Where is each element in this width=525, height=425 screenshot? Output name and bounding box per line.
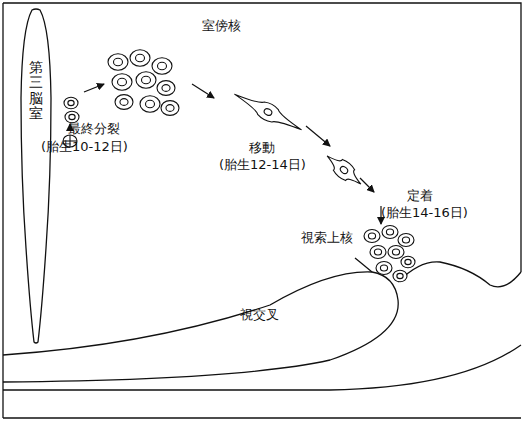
cell-nucleus [380,265,387,271]
cell-nucleus [386,229,393,235]
annotation-label: 視索上核 [301,230,353,246]
cell [398,233,414,246]
cell-body [136,72,156,88]
cell-nucleus [142,76,151,84]
arrow [306,126,330,146]
annotation-label: (胎生12-14日) [219,157,306,173]
cell-nucleus [166,105,174,112]
cell [152,58,172,74]
cell [393,270,407,281]
cell [401,256,415,267]
cell-nucleus [397,273,403,278]
cell-body [376,261,392,274]
cell [382,225,398,238]
cell-nucleus [158,62,167,70]
annotation-label: 室傍核 [202,18,241,34]
migrating-cell [230,87,305,138]
cell-nucleus [392,249,399,255]
cell-body [364,229,380,242]
region-name: 第三脳室 [29,60,43,122]
cell-nucleus [162,85,170,92]
annotation-label: (胎生10-12日) [41,139,128,155]
cell [161,101,179,116]
cell-body [112,74,132,90]
frame [3,3,521,272]
brain-outline [3,3,521,418]
cell-nucleus [374,249,381,255]
cell [376,261,392,274]
cell [140,96,160,112]
cell-nucleus [339,165,349,175]
cell-body [230,87,305,138]
cell [136,72,156,88]
cell-nucleus [368,233,375,239]
cell [364,229,380,242]
cell-body [140,96,160,112]
annotation-label: 定着 [407,188,433,204]
cell-body [322,149,367,190]
cell-nucleus [120,99,128,106]
cell-body [157,81,175,96]
cell [157,81,175,96]
cell [108,54,128,70]
structure-name: 視交叉 [240,307,279,323]
optic-chiasm-outline [3,272,398,382]
cell-nucleus [118,78,127,86]
cell [64,97,78,108]
cell-body [130,50,150,66]
third-ventricle: 第三脳室 [20,8,52,344]
cell [130,50,150,66]
cell-nucleus [146,100,155,108]
cells [63,50,415,282]
cell-body [388,245,404,258]
annotation-label: (胎生14-16日) [381,205,468,221]
cell-nucleus [69,114,75,119]
cell [112,74,132,90]
cell [370,245,386,258]
cell-body [152,58,172,74]
arrow [192,84,214,98]
arrow [360,178,374,192]
ventricle-outline [20,8,52,344]
cell-body [64,97,78,108]
cell-body [115,95,133,110]
cell-nucleus [136,54,145,62]
cell [115,95,133,110]
arrow [84,84,104,92]
cell-body [370,245,386,258]
surface [355,258,521,287]
annotation-label: 移動 [249,140,275,156]
ventral-surface [3,345,521,390]
cell-nucleus [114,58,123,66]
cell-body [393,270,407,281]
cell-nucleus [263,107,273,116]
cell-body [382,225,398,238]
cell-nucleus [402,237,409,243]
migrating-cell [322,149,367,190]
optic-chiasm: 視交叉 [240,300,360,330]
frame [3,417,521,418]
cell-body [161,101,179,116]
cell-body [398,233,414,246]
frame [2,3,3,418]
annotation-label: 最終分裂 [68,121,120,137]
cell-nucleus [68,100,74,105]
cell-nucleus [405,259,411,264]
cell [388,245,404,258]
cell-body [108,54,128,70]
cell-body [401,256,415,267]
